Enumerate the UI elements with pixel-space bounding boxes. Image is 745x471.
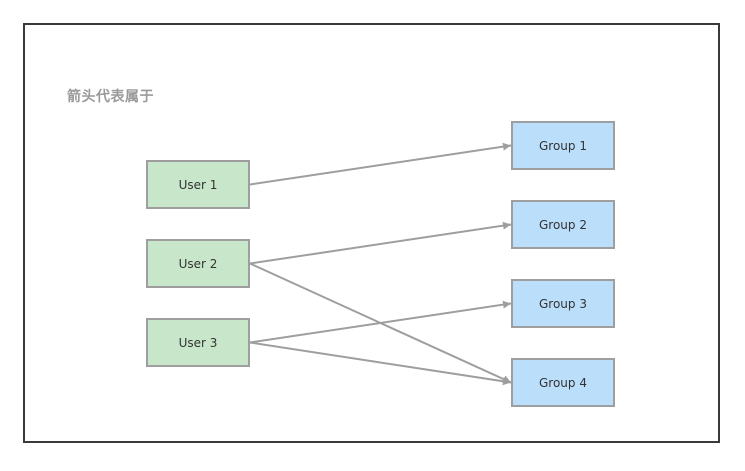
- user-node-label: User 1: [178, 177, 218, 192]
- user-node-label: User 3: [178, 335, 218, 350]
- group-node-label: Group 3: [539, 296, 587, 311]
- group-node-4[interactable]: Group 4: [511, 358, 615, 407]
- edge-arrow-u2-g2: [249, 221, 512, 265]
- user-node-3[interactable]: User 3: [146, 318, 250, 367]
- group-node-1[interactable]: Group 1: [511, 121, 615, 170]
- group-node-label: Group 2: [539, 217, 587, 232]
- user-node-label: User 2: [178, 256, 218, 271]
- user-node-2[interactable]: User 2: [146, 239, 250, 288]
- group-node-3[interactable]: Group 3: [511, 279, 615, 328]
- edge-group: [249, 142, 512, 386]
- edge-arrow-u1-g1: [249, 142, 512, 186]
- edge-arrow-u3-g3: [249, 300, 512, 344]
- group-node-label: Group 1: [539, 138, 587, 153]
- group-node-label: Group 4: [539, 375, 587, 390]
- diagram-caption: 箭头代表属于: [67, 89, 154, 105]
- user-node-1[interactable]: User 1: [146, 160, 250, 209]
- edge-arrow-u3-g4: [249, 341, 512, 386]
- group-node-2[interactable]: Group 2: [511, 200, 615, 249]
